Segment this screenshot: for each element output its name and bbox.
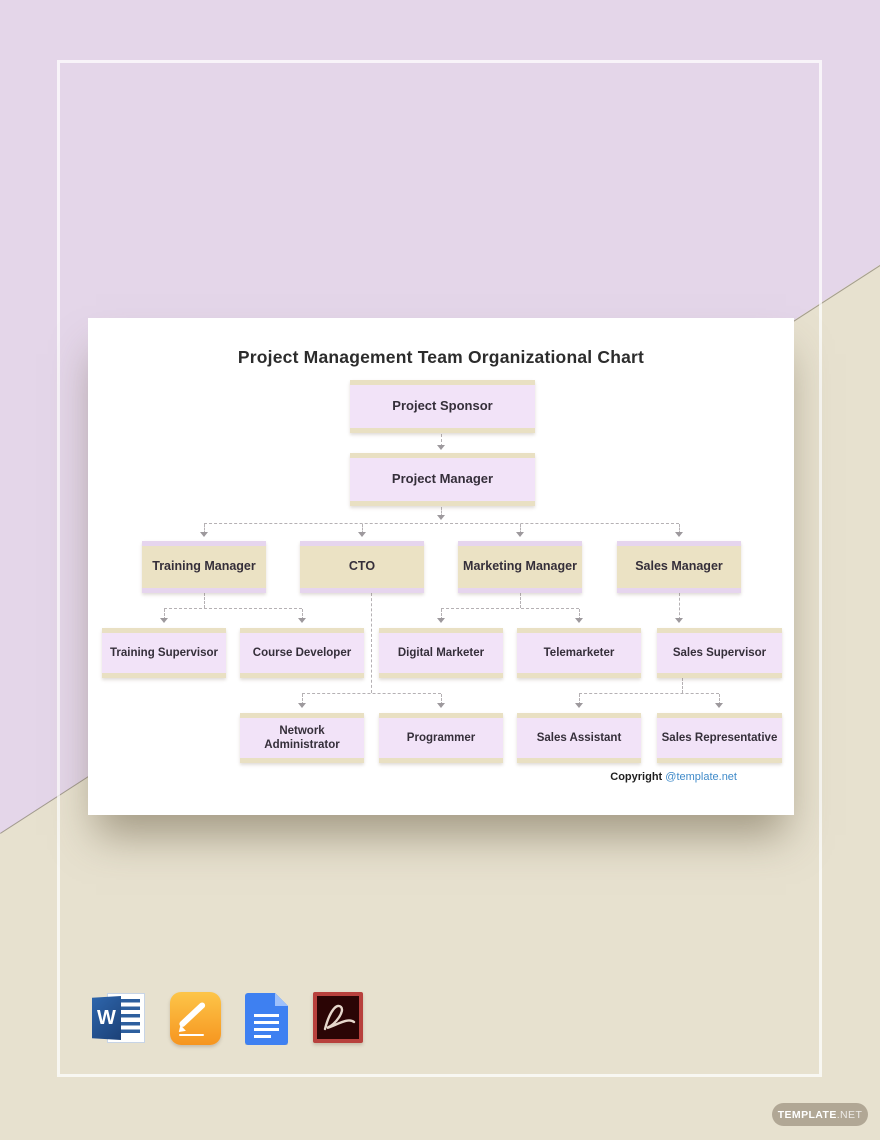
org-box-sales-representative: Sales Representative	[657, 713, 782, 763]
pen-baseline-shape	[179, 1033, 204, 1036]
org-box-sales-supervisor: Sales Supervisor	[657, 628, 782, 678]
org-box-label: Course Developer	[252, 646, 352, 659]
org-box-label: Sales Supervisor	[672, 646, 767, 659]
connector-line	[441, 694, 442, 705]
docs-line-shape	[254, 1021, 279, 1024]
connector-arrow	[516, 532, 524, 537]
connector-arrow	[675, 618, 683, 623]
org-box-cto: CTO	[300, 541, 424, 593]
org-box-training-supervisor: Training Supervisor	[102, 628, 226, 678]
org-box-sales-manager: Sales Manager	[617, 541, 741, 593]
apple-pages-icon[interactable]	[170, 992, 221, 1045]
connector-arrow	[675, 532, 683, 537]
connector-line	[302, 609, 303, 620]
connector-arrow	[575, 618, 583, 623]
connector-line	[520, 593, 521, 608]
badge-text-bold: TEMPLATE	[777, 1108, 837, 1121]
badge-text-light: .NET	[836, 1108, 863, 1121]
org-box-label: Programmer	[406, 731, 476, 744]
connector-line	[164, 608, 302, 609]
google-docs-icon[interactable]	[245, 993, 288, 1045]
connector-line	[579, 609, 580, 620]
connector-line	[441, 609, 442, 620]
org-box-marketing-manager: Marketing Manager	[458, 541, 582, 593]
org-box-network-administrator: Network Administrator	[240, 713, 364, 763]
org-box-label: Sales Assistant	[536, 731, 622, 744]
connector-line	[441, 434, 442, 447]
docs-line-shape	[254, 1035, 271, 1038]
org-box-training-manager: Training Manager	[142, 541, 266, 593]
org-box-label: Network Administrator	[264, 724, 340, 751]
org-box-label: Training Manager	[152, 559, 256, 574]
org-box-label: Project Manager	[391, 471, 494, 487]
connector-arrow	[437, 618, 445, 623]
copyright-text: Copyright @template.net	[610, 771, 737, 783]
org-box-label: Sales Manager	[635, 559, 723, 574]
connector-arrow	[200, 532, 208, 537]
connector-line	[719, 694, 720, 705]
connector-arrow	[358, 532, 366, 537]
org-box-project-manager: Project Manager	[350, 453, 535, 506]
connector-line	[441, 507, 442, 517]
template-preview-card: Project Management Team Organizational C…	[88, 318, 794, 815]
connector-line	[520, 524, 521, 534]
chart-title: Project Management Team Organizational C…	[237, 347, 645, 367]
org-box-label: CTO	[348, 559, 376, 574]
org-box-project-sponsor: Project Sponsor	[350, 380, 535, 433]
connector-line	[204, 523, 679, 524]
org-box-label: Training Supervisor	[110, 646, 218, 659]
connector-arrow	[437, 515, 445, 520]
org-box-programmer: Programmer	[379, 713, 503, 763]
org-box-label: Digital Marketer	[397, 646, 485, 659]
connector-arrow	[298, 703, 306, 708]
copyright-link[interactable]: @template.net	[665, 771, 737, 783]
acrobat-swirl-glyph	[323, 1004, 356, 1031]
org-box-sales-assistant: Sales Assistant	[517, 713, 641, 763]
adobe-acrobat-icon[interactable]	[313, 992, 363, 1043]
copyright-prefix: Copyright	[610, 771, 663, 783]
org-box-digital-marketer: Digital Marketer	[379, 628, 503, 678]
word-letter: W	[92, 996, 121, 1040]
connector-line	[302, 694, 303, 705]
connector-line	[371, 593, 372, 693]
connector-line	[362, 524, 363, 534]
connector-line	[204, 593, 205, 608]
org-box-label: Project Sponsor	[392, 398, 493, 414]
template-net-badge: TEMPLATE.NET	[772, 1103, 868, 1126]
pen-shape	[178, 1001, 207, 1028]
connector-line	[164, 609, 165, 620]
connector-line	[679, 593, 680, 620]
connector-arrow	[715, 703, 723, 708]
docs-line-shape	[254, 1014, 279, 1017]
connector-line	[579, 693, 719, 694]
connector-arrow	[298, 618, 306, 623]
org-box-label: Telemarketer	[543, 646, 615, 659]
connector-arrow	[437, 703, 445, 708]
org-box-telemarketer: Telemarketer	[517, 628, 641, 678]
connector-line	[579, 694, 580, 705]
connector-line	[441, 608, 579, 609]
connector-arrow	[575, 703, 583, 708]
connector-arrow	[437, 445, 445, 450]
connector-arrow	[160, 618, 168, 623]
org-box-course-developer: Course Developer	[240, 628, 364, 678]
docs-fold-shape	[275, 993, 288, 1006]
connector-line	[682, 678, 683, 693]
decorative-frame-border	[57, 60, 822, 1077]
org-box-label: Marketing Manager	[463, 559, 577, 574]
connector-line	[302, 693, 441, 694]
connector-line	[204, 524, 205, 534]
docs-line-shape	[254, 1028, 279, 1031]
ms-word-icon[interactable]: W	[92, 993, 145, 1043]
connector-line	[679, 524, 680, 534]
org-box-label: Sales Representative	[661, 731, 778, 744]
